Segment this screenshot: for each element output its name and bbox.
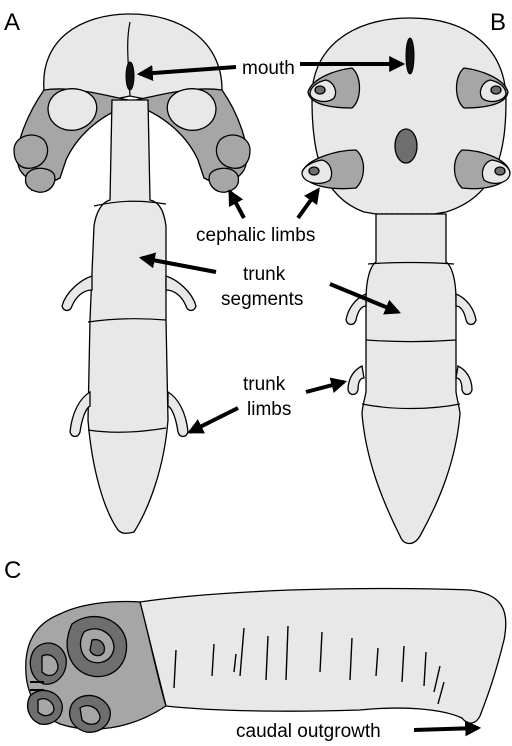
panel-a-trunk-limb-right-2 <box>168 392 188 437</box>
panel-a-label: A <box>4 9 20 36</box>
label-trunk-segments-line2: segments <box>221 289 303 310</box>
panel-a-left-limb-bud-2 <box>14 135 48 168</box>
arrow-cephalic-limbs-to-a <box>230 192 244 218</box>
panel-a-mouth <box>126 62 134 90</box>
panel-b-cephalic-limb-lower-right <box>455 150 511 189</box>
panel-a-trunk-limb-left-2 <box>70 392 90 437</box>
panel-a-right-limb-bud-1 <box>167 89 216 131</box>
panel-a-left-limb-bud-3 <box>26 168 55 192</box>
label-trunk-segments-line1: trunk <box>243 264 286 285</box>
panel-c-limb-1 <box>67 617 126 677</box>
panel-b-trunk-limb-right-2 <box>456 366 472 395</box>
label-trunk-limbs-line1: trunk <box>243 374 286 395</box>
panel-a-trunk <box>88 100 168 533</box>
panel-a-right-limb-bud-2 <box>216 135 250 168</box>
panel-c-limb-2 <box>30 643 66 684</box>
arrow-trunk-limbs-to-b <box>306 382 344 392</box>
panel-a-right-limb-bud-3 <box>209 168 238 192</box>
panel-b: B <box>302 9 510 544</box>
panel-c-limb-4 <box>70 695 111 732</box>
arrow-trunk-limbs-to-a <box>190 408 238 432</box>
arrow-cephalic-limbs-to-b <box>298 190 318 218</box>
label-mouth: mouth <box>242 58 295 79</box>
panel-c: C <box>4 557 506 732</box>
panel-b-trunk-limb-left-2 <box>348 366 364 395</box>
panel-b-mouth <box>406 38 414 74</box>
panel-b-central-spot <box>395 129 417 163</box>
panel-b-cephalic-limb-lower-left <box>302 150 364 189</box>
panel-c-trunk <box>140 589 506 724</box>
panel-c-limb-3 <box>28 690 63 724</box>
panel-b-label: B <box>490 9 506 36</box>
panel-a-trunk-limb-right-1 <box>166 276 196 311</box>
panel-a-trunk-limb-left-1 <box>62 276 92 311</box>
label-caudal-outgrowth: caudal outgrowth <box>236 721 381 742</box>
label-trunk-limbs-line2: limbs <box>247 399 291 420</box>
label-cephalic-limbs: cephalic limbs <box>196 225 315 246</box>
panel-c-label: C <box>4 557 21 584</box>
arrow-caudal-outgrowth <box>414 728 478 730</box>
panel-b-trunk-limb-right-1 <box>456 294 476 325</box>
panel-a-left-limb-bud-1 <box>48 89 97 131</box>
